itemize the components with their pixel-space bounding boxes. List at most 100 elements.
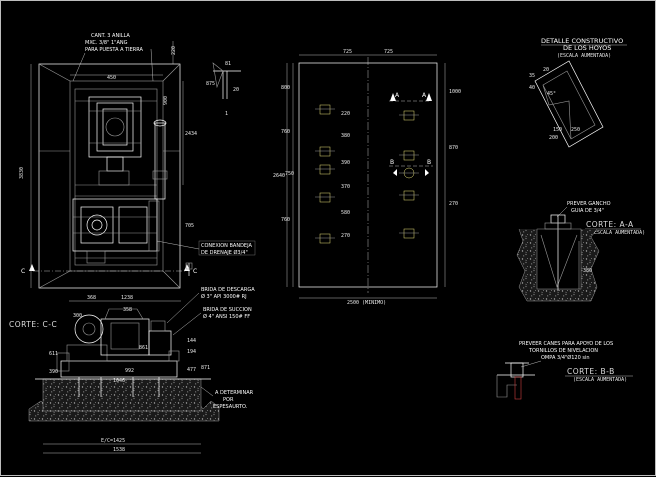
hole-detail: DETALLE CONSTRUCTIVO DE LOS HOYOS (ESCAL… [529,37,627,148]
cable-note: CANT. 3 ANILLA MXC. 3/8" 1"ANG PARA PUES… [72,33,154,82]
drain-note-line1: CONEXION BANDEJA [201,243,252,249]
dim-144: 144 [187,338,196,344]
dim-300: 300 [73,313,82,319]
section-c-left-label: C [21,268,25,275]
dim-200: 200 [549,135,558,141]
dim-390: 390 [49,369,58,375]
motor-symbol [88,96,142,186]
dim-c390: 390 [341,160,350,166]
dim-1538: 1538 [113,447,125,453]
dim-81: 81 [225,61,231,67]
dim-760b: 760 [281,217,290,223]
dim-2434: 2434 [185,131,197,137]
dim-250: 250 [571,127,580,133]
dim-40: 40 [529,85,535,91]
corte-aa-scale: (ESCALA AUMENTADA) [591,230,645,236]
dim-358: 358 [123,307,132,313]
section-b-left-label: B [390,159,394,166]
anchor-holes-right [399,110,419,239]
dim-270: 270 [449,201,458,207]
dim-c270: 270 [341,233,350,239]
section-marks-ab: A A B B [389,92,433,176]
dim-top-left-725: 725 [343,49,352,55]
cable-note-line2: MXC. 3/8" 1"ANG [85,40,128,46]
section-a-a: PREVER GANCHO GUIA DE 3/4" CORTE: A-A (E… [516,201,645,302]
dim-20: 20 [233,87,239,93]
section-mark-c: C C [21,264,197,275]
dim-380: 380 [583,268,592,274]
flange-notes: BRIDA DE DESCARGA Ø 3" API 3000# RJ BRID… [166,287,255,410]
dim-220: 220 [171,46,177,55]
determine-note-line2: POR [223,397,234,403]
dim-2500-minimo: 2500 (MINIMO) [347,300,386,306]
corte-cc-title: CORTE: C-C [9,320,57,329]
ground-note-line1: PREVER GANCHO [567,201,611,207]
plan-outer-frame [38,63,181,289]
dim-c220: 220 [341,111,350,117]
plan-skid [69,80,164,272]
foundation-slab-plan: A A B B 725 725 800 760 2640 750 760 100… [273,49,461,306]
anchor-note-line2: TORNILLOS DE NIVELACION [528,348,598,354]
dim-477: 477 [187,367,196,373]
discharge-note-line1: BRIDA DE DESCARGA [201,287,255,293]
detail-scale: (ESCALA AUMENTADA) [557,53,611,59]
cable-note-line3: PARA PUESTA A TIERRA [85,47,144,53]
drain-note: CONEXION BANDEJA DE DRENAJE Ø3/4" [156,240,256,256]
corte-aa-title: CORTE: A-A [586,220,634,229]
section-b-b: PREVEER CANES PARA APOYO DE LOS TORNILLO… [496,341,633,400]
dim-3830: 3830 [19,167,25,179]
corte-bb-scale: (ESCALA AUMENTADA) [573,377,627,383]
dim-1238: 1238 [121,295,133,301]
dim-368: 368 [87,295,96,301]
anchor-note-line1: PREVEER CANES PARA APOYO DE LOS [519,341,613,347]
determine-note-line3: ESPESAURTO. [213,404,248,410]
determine-note-line1: A DETERMINAR [215,390,254,396]
suction-note-line2: Ø 4" ANSI 150# FF [203,313,250,320]
dim-750: 750 [285,171,294,177]
section-a-right-label: A [422,92,427,99]
dim-1425: E/C=1425 [101,438,125,444]
dim-800: 800 [281,85,290,91]
dim-992: 992 [125,368,134,374]
section-c-c: CORTE: C-C 368 1238 358 611 39 [9,287,255,454]
dim-870: 870 [449,145,458,151]
foundation-block [42,378,202,412]
ground-note-line2: GUIA DE 3/4" [571,208,604,214]
dim-1046: 1046 [113,378,125,384]
corte-bb-title: CORTE: B-B [567,367,615,376]
dim-top-right-725: 725 [384,49,393,55]
suction-note-line1: BRIDA DE SUCCION [203,307,252,313]
dim-20b: 20 [543,67,549,73]
dim-194: 194 [187,349,196,355]
detail-subtitle: DE LOS HOYOS [563,44,611,52]
anchor-holes-left [315,104,335,244]
discharge-note-line2: Ø 3" API 3000# RJ [201,293,247,300]
dim-c380: 380 [341,133,350,139]
pump-symbol [72,198,160,264]
dim-45deg: 45° [547,91,556,97]
dim-1: 1 [225,111,228,117]
dim-871: 871 [201,365,210,371]
dim-760a: 760 [281,129,290,135]
section-b-right-label: B [427,159,431,166]
pump-motor-elevation [56,308,180,397]
dim-1000: 1000 [449,89,461,95]
dim-875: 875 [206,81,215,87]
section-c-right-label: C [193,268,197,275]
dim-450: 450 [107,75,116,81]
dim-2640: 2640 [273,173,285,179]
dim-c370: 370 [341,184,350,190]
dim-705: 705 [185,223,194,229]
dim-35: 35 [529,73,535,79]
drain-note-line2: DE DRENAJE Ø3/4" [201,249,248,256]
plan-view: C C 450 3830 2434 705 900 220 CANT. 3 AN… [19,33,256,289]
detail-title: DETALLE CONSTRUCTIVO [541,37,623,45]
dim-900: 900 [163,96,169,105]
dim-611: 611 [49,351,58,357]
dim-c580: 580 [341,210,350,216]
cable-note-line1: CANT. 3 ANILLA [91,33,130,39]
ground-bar-detail: 81 875 20 1 [206,61,241,117]
anchor-note-line3: OMPA 3/4"Ø120 sin [541,354,590,361]
